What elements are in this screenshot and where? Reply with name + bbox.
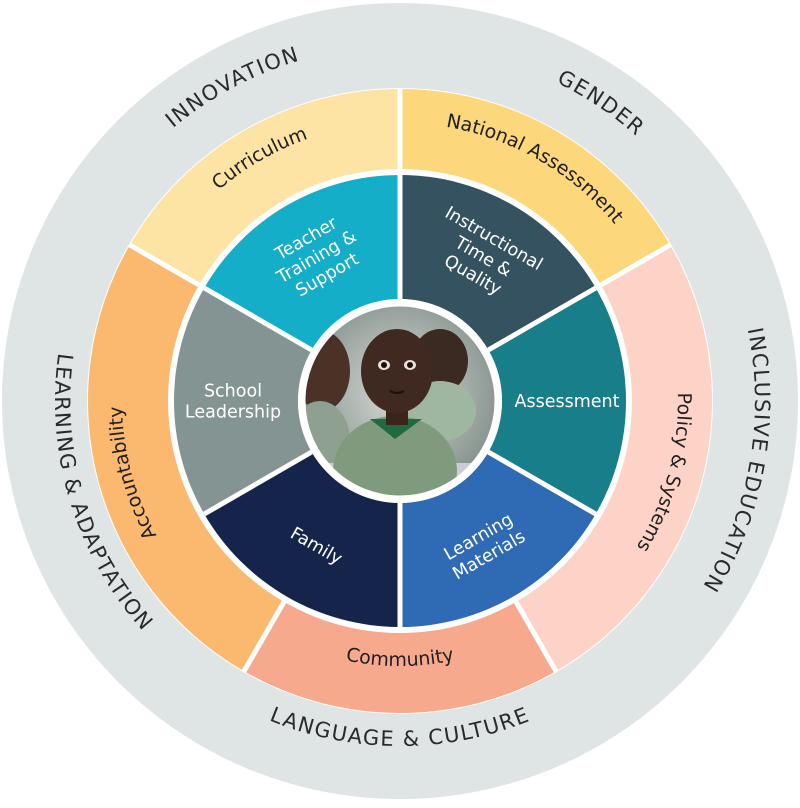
inner-label-line: Leadership [185,403,281,423]
children-photo [304,305,496,497]
inner-segment-assessment [488,288,626,514]
middle-segment-accountability [88,245,285,672]
middle-segment-curriculum [129,89,400,285]
inner-label-line: School [204,382,262,402]
inner-segment-instructional-time-quality [400,175,596,350]
segment-dividers [127,88,673,674]
center-photo [298,299,502,503]
inner-segment-learning-materials [400,452,596,627]
inner-label-assessment: Assessment [515,392,620,412]
inner-segment-family [204,452,400,627]
inner-label-line: Assessment [515,392,620,412]
inner-segment-school-leadership [174,288,312,514]
inner-segment-teacher-training-support [204,175,400,350]
middle-segment-national-assessment [400,89,671,285]
middle-segment-policy-systems [516,245,712,672]
middle-segment-community [244,601,556,713]
